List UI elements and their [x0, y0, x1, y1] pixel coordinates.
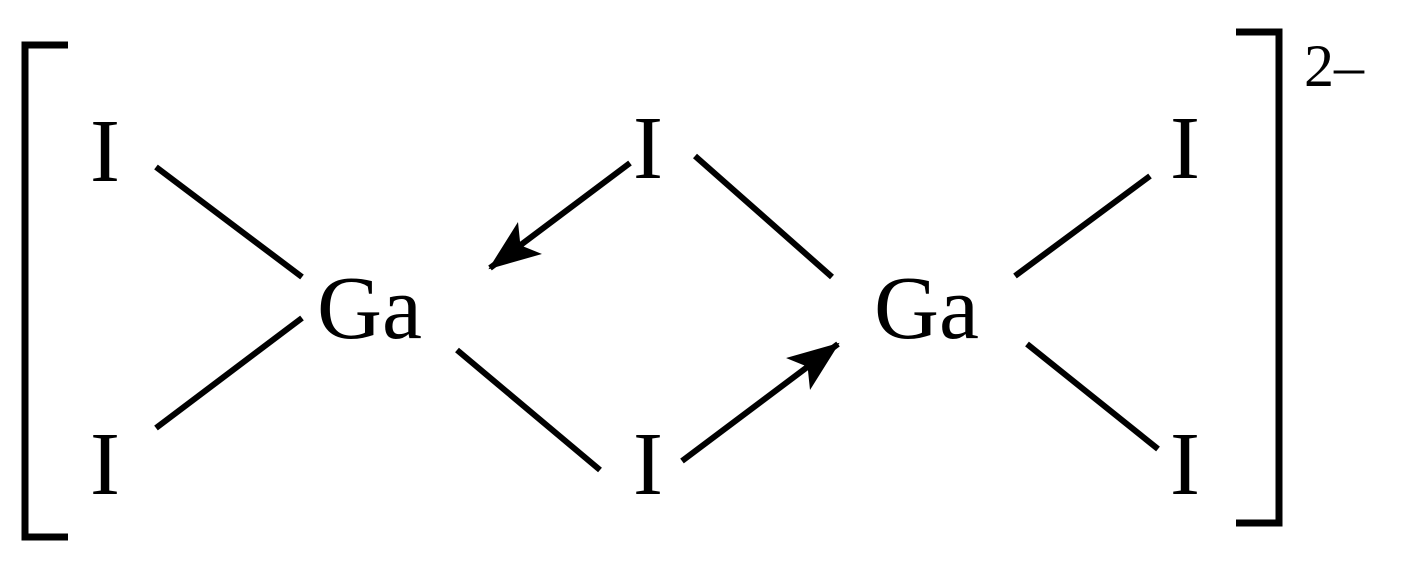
bond-ga-right-iright-bottom — [1025, 341, 1160, 452]
atom-iodine-left-bottom: I — [90, 415, 120, 514]
right-bracket — [1236, 28, 1283, 527]
atom-gallium-right: Ga — [874, 259, 979, 358]
bond-imid-top-ga-right — [693, 153, 834, 280]
overall-charge-label: 2– — [1304, 33, 1364, 99]
left-bracket — [21, 41, 68, 541]
atom-iodine-right-bottom: I — [1170, 415, 1200, 514]
atom-iodine-right-top: I — [1170, 99, 1200, 198]
atom-gallium-left: Ga — [317, 259, 422, 358]
bond-ga-right-iright-top — [1013, 173, 1152, 279]
bond-ileft-top-ga-left — [154, 164, 304, 280]
dative-arrow-imid-top-to-ga-left — [488, 160, 632, 271]
dative-arrow-imid-bottom-to-ga-right — [680, 341, 840, 464]
atom-iodine-bridge-top: I — [633, 99, 663, 198]
atom-iodine-bridge-bottom: I — [633, 415, 663, 514]
bond-ga-left-imid-bottom — [455, 347, 602, 473]
atom-iodine-left-top: I — [90, 102, 120, 201]
bond-ileft-bottom-ga-left — [154, 315, 304, 431]
